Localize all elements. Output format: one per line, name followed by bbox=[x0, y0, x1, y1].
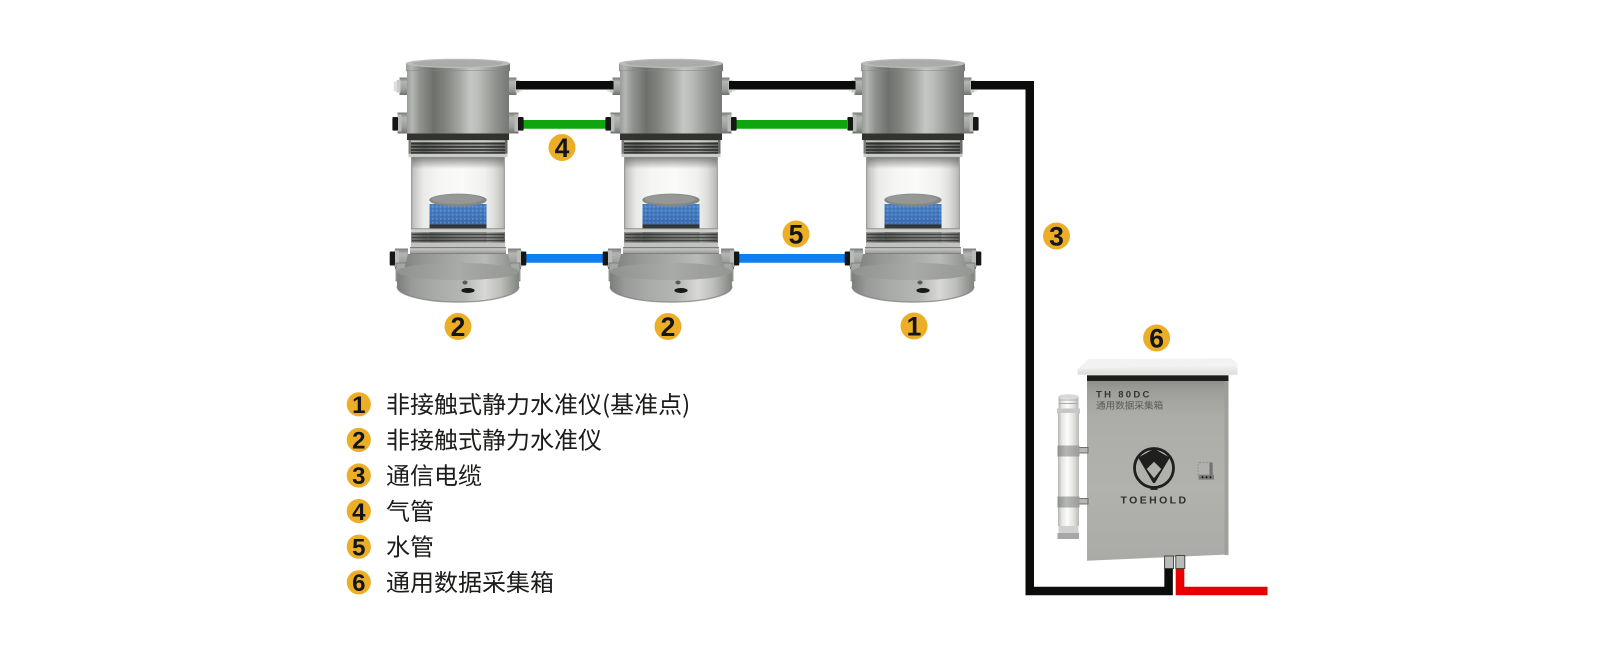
svg-text:6: 6 bbox=[352, 570, 365, 597]
svg-text:5: 5 bbox=[352, 534, 365, 561]
svg-text:TH 80DC: TH 80DC bbox=[1096, 390, 1152, 401]
svg-text:2: 2 bbox=[352, 428, 365, 455]
svg-text:5: 5 bbox=[789, 220, 804, 250]
svg-text:1: 1 bbox=[352, 392, 365, 419]
svg-text:2: 2 bbox=[661, 312, 676, 342]
svg-text:4: 4 bbox=[555, 133, 570, 163]
svg-text:3: 3 bbox=[1049, 222, 1064, 252]
svg-text:1: 1 bbox=[907, 312, 922, 342]
svg-text:2: 2 bbox=[451, 312, 466, 342]
svg-text:TOEHOLD: TOEHOLD bbox=[1121, 495, 1189, 507]
svg-text:4: 4 bbox=[352, 499, 366, 526]
svg-text:3: 3 bbox=[352, 463, 365, 490]
svg-text:6: 6 bbox=[1149, 324, 1164, 354]
